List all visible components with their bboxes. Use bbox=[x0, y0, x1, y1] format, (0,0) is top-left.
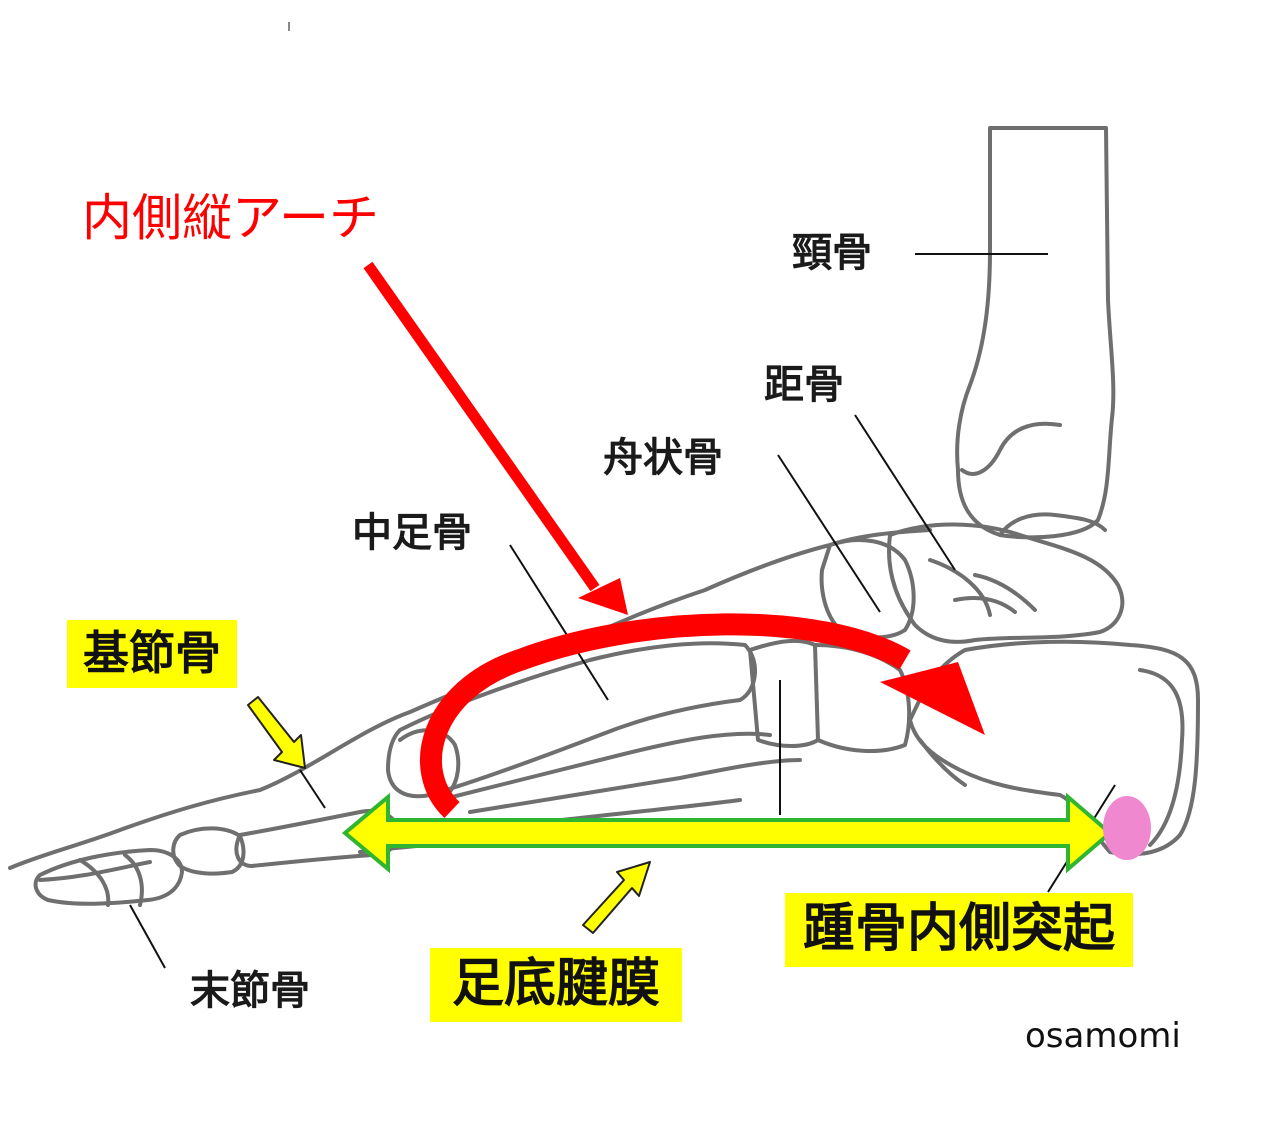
label-calcaneal-medial-process: 踵骨内側突起 bbox=[785, 893, 1134, 967]
phalanx-distal bbox=[33, 848, 184, 906]
leader-metatarsal bbox=[509, 544, 609, 701]
arch-curve-arrowhead bbox=[880, 662, 985, 735]
arch-title: 内側縦アーチ bbox=[82, 189, 379, 247]
arch-curve-arrow bbox=[420, 613, 911, 818]
label-navicular: 舟状骨 bbox=[603, 435, 723, 481]
phalanx-middle bbox=[171, 826, 246, 876]
tibia-bone bbox=[955, 126, 1116, 540]
label-plantar-fascia: 足底腱膜 bbox=[430, 948, 683, 1022]
pointer-proximal-phalanx bbox=[247, 696, 306, 769]
credit-text: osamomi bbox=[1025, 1016, 1181, 1056]
leader-proximal-phalanx bbox=[299, 769, 326, 809]
label-tibia: 頸骨 bbox=[792, 230, 872, 276]
arch-pointer-arrow bbox=[363, 261, 600, 592]
leader-distal-phalanx bbox=[129, 904, 166, 969]
label-metatarsal: 中足骨 bbox=[352, 510, 472, 556]
label-talus: 距骨 bbox=[764, 362, 844, 408]
pointer-plantar-fascia bbox=[582, 861, 651, 934]
first-metatarsal-bone bbox=[386, 641, 758, 799]
heel-marker bbox=[1103, 796, 1151, 860]
talus-bone bbox=[887, 522, 1125, 644]
arch-pointer-arrowhead bbox=[578, 578, 628, 615]
navicular-bone bbox=[819, 538, 916, 640]
label-proximal-phalanx: 基節骨 bbox=[67, 620, 237, 688]
leader-talus bbox=[854, 414, 956, 571]
plantar-fascia-arrow bbox=[341, 792, 1114, 874]
label-distal-phalanx: 末節骨 bbox=[190, 968, 310, 1014]
leader-navicular bbox=[777, 454, 881, 613]
